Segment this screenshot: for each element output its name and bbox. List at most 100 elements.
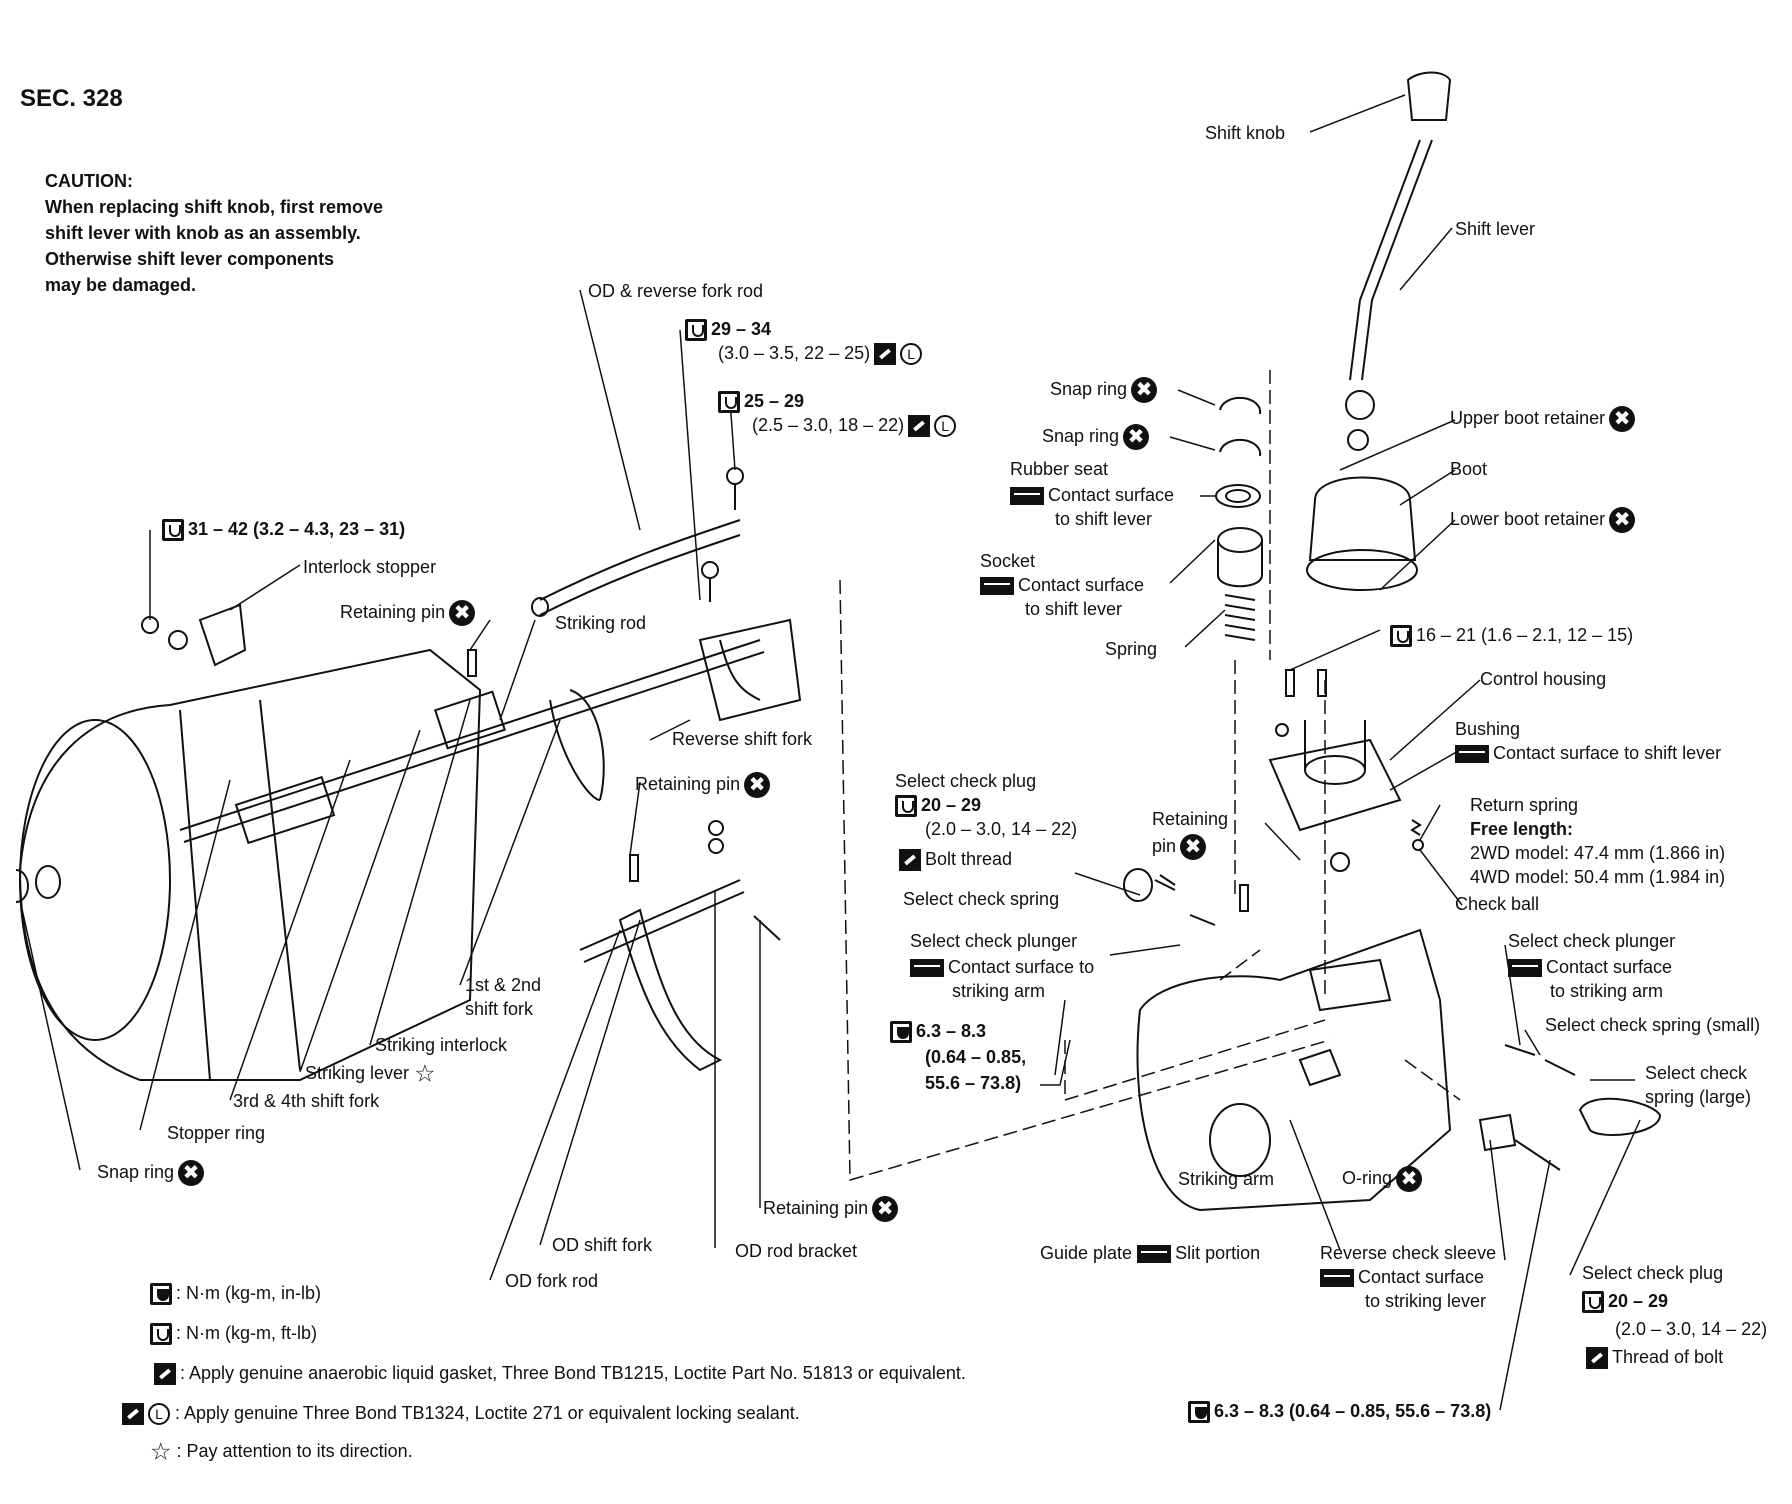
- label-torque-6-3-sub: (0.64 – 0.85,: [925, 1047, 1027, 1067]
- contact-surface-icon: [1010, 487, 1044, 506]
- label-select-check-plug: Select check plug: [895, 771, 1037, 791]
- caution-line: When replacing shift knob, first remove: [45, 197, 384, 217]
- reverse-shift-fork: [698, 618, 802, 722]
- label-thread-of-bolt: Thread of bolt: [1582, 1346, 1723, 1370]
- label-select-check-plug-2: Select check plug: [1582, 1263, 1724, 1283]
- label-return-spring: Return spring: [1470, 795, 1579, 815]
- label-torque-29-34: 29 – 34: [685, 318, 771, 342]
- label-reverse-shift-fork: Reverse shift fork: [672, 729, 813, 749]
- contact-surface-icon: [910, 959, 944, 978]
- control-housing: [1268, 669, 1402, 872]
- replace-icon: ✖: [178, 1160, 205, 1186]
- label-socket-to-shift-lever: to shift lever: [1025, 599, 1123, 619]
- legend-item: : N·m (kg-m, in-lb): [150, 1282, 321, 1306]
- caution-line: Otherwise shift lever components: [45, 249, 335, 269]
- replace-icon: ✖: [1609, 507, 1636, 533]
- label-striking-arm: Striking arm: [1178, 1169, 1275, 1189]
- label-od-reverse-fork-rod: OD & reverse fork rod: [588, 281, 764, 301]
- label-upper-boot-retainer: Upper boot retainer✖: [1450, 406, 1636, 432]
- label-bushing-contact: Contact surface to shift lever: [1455, 742, 1721, 764]
- label-select-check-plunger: Select check plunger: [910, 931, 1078, 951]
- label-spring: Spring: [1105, 639, 1158, 659]
- liquid-gasket-icon: [874, 343, 897, 366]
- label-2wd-model: 2WD model: 47.4 mm (1.866 in): [1470, 843, 1726, 863]
- label-retaining-pin: Retaining pin✖: [635, 772, 771, 798]
- label-torque-bottom: 6.3 – 8.3 (0.64 – 0.85, 55.6 – 73.8): [1188, 1400, 1491, 1424]
- label-striking-arm: striking arm: [952, 981, 1046, 1001]
- legend-item: ☆ : Pay attention to its direction.: [150, 1438, 413, 1466]
- small-hardware: [15, 467, 781, 941]
- label-snap-ring-3: Snap ring✖: [97, 1160, 205, 1186]
- label-snap-ring: Snap ring✖: [1042, 424, 1150, 450]
- caution-line: shift lever with knob as an assembly.: [45, 223, 361, 243]
- label-torque-20-29: 20 – 29: [895, 794, 981, 818]
- label-control-housing: Control housing: [1480, 669, 1607, 689]
- section-number: SEC. 328: [20, 85, 123, 112]
- replace-icon: ✖: [1396, 1166, 1423, 1192]
- label-reverse-check-sleeve: Reverse check sleeve: [1320, 1243, 1497, 1263]
- locking-icon: L: [934, 415, 957, 438]
- label-select-check-spring-small: Select check spring (small): [1545, 1015, 1761, 1035]
- torque-inlb-icon: [1188, 1401, 1210, 1424]
- label-torque-25-29-sub: (2.5 – 3.0, 18 – 22)L: [752, 414, 957, 438]
- label-4wd-model: 4WD model: 50.4 mm (1.984 in): [1470, 867, 1726, 887]
- label-torque-20-29-b: 20 – 29: [1582, 1290, 1668, 1314]
- torque-ftlb-icon: [1390, 625, 1412, 648]
- torque-ftlb-icon: [895, 795, 917, 818]
- locking-icon: L: [900, 343, 923, 366]
- label-select-check-plunger-2: Select check plunger: [1508, 931, 1676, 951]
- label-striking-interlock: Striking interlock: [375, 1035, 508, 1055]
- label-first-second-fork: shift fork: [465, 999, 534, 1019]
- label-bolt-thread: Bolt thread: [895, 848, 1012, 872]
- label-interlock-stopper: Interlock stopper: [303, 557, 437, 577]
- label-torque-20-29-sub: (2.0 – 3.0, 14 – 22): [925, 819, 1078, 839]
- torque-inlb-icon: [150, 1283, 172, 1306]
- contact-surface-icon: [980, 577, 1014, 596]
- label-guide-plate: Guide plate Slit portion: [1040, 1243, 1261, 1264]
- star-icon: ☆: [150, 1438, 172, 1466]
- label-check-ball: Check ball: [1455, 894, 1540, 914]
- label-torque-6-3-sub: 55.6 – 73.8): [925, 1073, 1022, 1093]
- label-first-second-fork: 1st & 2nd: [465, 975, 542, 995]
- construction-lines: [839, 370, 1461, 1181]
- legend-item: : N·m (kg-m, ft-lb): [150, 1322, 317, 1346]
- label-sleeve-contact: Contact surface: [1320, 1266, 1484, 1288]
- label-select-check-spring-large: spring (large): [1645, 1087, 1752, 1107]
- label-retaining-pin-3: pin✖: [1152, 834, 1207, 860]
- liquid-gasket-icon: [908, 415, 931, 438]
- torque-ftlb-icon: [150, 1323, 172, 1346]
- label-torque-31-42: 31 – 42 (3.2 – 4.3, 23 – 31): [162, 518, 405, 542]
- label-stopper-ring: Stopper ring: [167, 1123, 266, 1143]
- contact-surface-icon: [1455, 745, 1489, 764]
- liquid-gasket-icon: [899, 849, 921, 872]
- label-od-rod-bracket: OD rod bracket: [735, 1241, 858, 1261]
- label-od-shift-fork: OD shift fork: [552, 1235, 653, 1255]
- liquid-gasket-icon: [122, 1403, 144, 1426]
- legend-item: : Apply genuine anaerobic liquid gasket,…: [150, 1362, 966, 1386]
- label-select-check-spring: Select check spring: [903, 889, 1060, 909]
- label-snap-ring: Snap ring✖: [1050, 377, 1158, 403]
- replace-icon: ✖: [1131, 377, 1158, 403]
- label-to-shift-lever: to shift lever: [1055, 509, 1153, 529]
- torque-ftlb-icon: [685, 319, 707, 342]
- label-torque-16-21: 16 – 21 (1.6 – 2.1, 12 – 15): [1390, 624, 1633, 648]
- torque-ftlb-icon: [718, 391, 740, 414]
- label-retaining-pin: Retaining pin✖: [340, 600, 476, 626]
- label-retaining-pin-3: Retaining: [1152, 809, 1229, 829]
- shift-lever-assembly: [1306, 71, 1452, 591]
- transmission-case: [18, 648, 482, 1081]
- star-icon: ☆: [414, 1060, 436, 1088]
- label-lower-boot-retainer: Lower boot retainer✖: [1450, 507, 1636, 533]
- replace-icon: ✖: [744, 772, 771, 798]
- label-to-striking-arm: to striking arm: [1550, 981, 1664, 1001]
- liquid-gasket-icon: [1586, 1347, 1608, 1370]
- label-rubber-seat: Rubber seat: [1010, 459, 1109, 479]
- contact-surface-icon: [1320, 1269, 1354, 1288]
- replace-icon: ✖: [872, 1196, 899, 1222]
- leader-lines: [19, 94, 1641, 1411]
- legend-item: L : Apply genuine Three Bond TB1324, Loc…: [118, 1402, 800, 1426]
- caution-title: CAUTION:: [45, 171, 133, 191]
- label-free-length: Free length:: [1470, 819, 1574, 839]
- replace-icon: ✖: [449, 600, 476, 626]
